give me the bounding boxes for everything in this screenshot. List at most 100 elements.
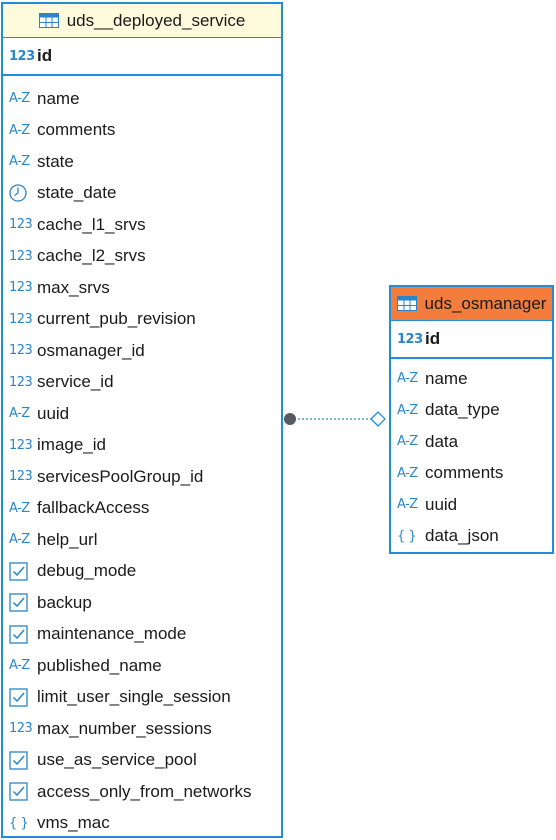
column-name: cache_l1_srvs xyxy=(37,214,146,234)
text-icon: A-Z xyxy=(397,465,418,481)
primary-key-row[interactable]: 123 id xyxy=(391,321,552,359)
numeric-icon: 123 xyxy=(9,343,33,359)
table-icon xyxy=(38,13,59,28)
checkbox-icon xyxy=(9,782,34,801)
column-row-published-name[interactable]: A-Z published_name xyxy=(3,650,281,682)
checkbox-icon xyxy=(9,625,34,644)
entity-header[interactable]: uds__deployed_service xyxy=(3,4,281,38)
column-row-debug-mode[interactable]: debug_mode xyxy=(3,556,281,588)
column-row-fallbackaccess[interactable]: A-Z fallbackAccess xyxy=(3,493,281,525)
column-name: max_srvs xyxy=(37,277,110,297)
primary-key-row[interactable]: 123 id xyxy=(3,38,281,76)
column-name: use_as_service_pool xyxy=(37,750,197,770)
checkbox-icon xyxy=(9,593,34,612)
filled-circle-marker xyxy=(284,413,296,425)
column-name: id xyxy=(37,46,53,65)
column-name: vms_mac xyxy=(37,813,110,833)
text-icon: A-Z xyxy=(397,497,418,513)
entity-header[interactable]: uds_osmanager xyxy=(391,287,552,321)
text-icon: A-Z xyxy=(397,434,418,450)
column-row-state-date[interactable]: state_date xyxy=(3,178,281,210)
hollow-diamond-marker xyxy=(370,411,386,427)
text-icon: A-Z xyxy=(9,532,30,548)
numeric-icon: 123 xyxy=(9,311,33,327)
column-row-limit-user-single-session[interactable]: limit_user_single_session xyxy=(3,682,281,714)
table-icon xyxy=(396,296,417,311)
column-name: state_date xyxy=(37,183,117,203)
column-row-uuid[interactable]: A-Z uuid xyxy=(3,398,281,430)
column-name: fallbackAccess xyxy=(37,498,150,518)
braces-icon: { } xyxy=(397,528,417,544)
numeric-icon: 123 xyxy=(9,374,33,390)
numeric-icon: 123 xyxy=(9,48,35,64)
text-icon: A-Z xyxy=(9,122,30,138)
column-name: access_only_from_networks xyxy=(37,781,252,801)
column-row-uuid[interactable]: A-Z uuid xyxy=(391,489,552,521)
text-icon: A-Z xyxy=(9,406,30,422)
checkbox-icon xyxy=(9,562,34,581)
column-name: max_number_sessions xyxy=(37,718,212,738)
column-name: data_type xyxy=(425,400,500,420)
column-name: published_name xyxy=(37,655,162,675)
column-name: limit_user_single_session xyxy=(37,687,231,707)
column-name: uuid xyxy=(37,403,70,423)
text-icon: A-Z xyxy=(9,154,30,170)
numeric-icon: 123 xyxy=(9,469,33,485)
column-row-backup[interactable]: backup xyxy=(3,587,281,619)
clock-icon xyxy=(9,184,34,202)
numeric-icon: 123 xyxy=(9,280,33,296)
column-row-name[interactable]: A-Z name xyxy=(3,83,281,115)
column-row-name[interactable]: A-Z name xyxy=(391,363,552,395)
column-name: data xyxy=(425,431,459,451)
column-name: data_json xyxy=(425,526,499,546)
column-name: cache_l2_srvs xyxy=(37,246,146,266)
checkbox-icon xyxy=(9,688,34,707)
text-icon: A-Z xyxy=(9,500,30,516)
column-row-use-as-service-pool[interactable]: use_as_service_pool xyxy=(3,745,281,777)
numeric-icon: 123 xyxy=(9,721,33,737)
column-name: id xyxy=(425,329,441,348)
column-name: osmanager_id xyxy=(37,340,145,360)
entity-title: uds_osmanager xyxy=(424,293,547,313)
numeric-icon: 123 xyxy=(9,248,33,264)
text-icon: A-Z xyxy=(397,371,418,387)
column-row-vms-mac[interactable]: { } vms_mac xyxy=(3,808,281,840)
column-name: backup xyxy=(37,592,92,612)
numeric-icon: 123 xyxy=(9,437,33,453)
column-name: debug_mode xyxy=(37,561,137,581)
entity-title: uds__deployed_service xyxy=(66,10,246,30)
text-icon: A-Z xyxy=(9,91,30,107)
braces-icon: { } xyxy=(9,815,29,831)
column-row-data-json[interactable]: { } data_json xyxy=(391,521,552,553)
column-row-access-only-from-networks[interactable]: access_only_from_networks xyxy=(3,776,281,808)
column-name: name xyxy=(425,368,468,388)
column-row-comments[interactable]: A-Z comments xyxy=(391,458,552,490)
column-row-maintenance-mode[interactable]: maintenance_mode xyxy=(3,619,281,651)
text-icon: A-Z xyxy=(9,658,30,674)
column-row-data[interactable]: A-Z data xyxy=(391,426,552,458)
column-row-state[interactable]: A-Z state xyxy=(3,146,281,178)
column-name: name xyxy=(37,88,80,108)
column-name: state xyxy=(37,151,74,171)
numeric-icon: 123 xyxy=(9,217,33,233)
checkbox-icon xyxy=(9,751,34,770)
column-name: current_pub_revision xyxy=(37,309,196,329)
column-name: comments xyxy=(425,463,504,483)
column-name: uuid xyxy=(425,494,458,514)
